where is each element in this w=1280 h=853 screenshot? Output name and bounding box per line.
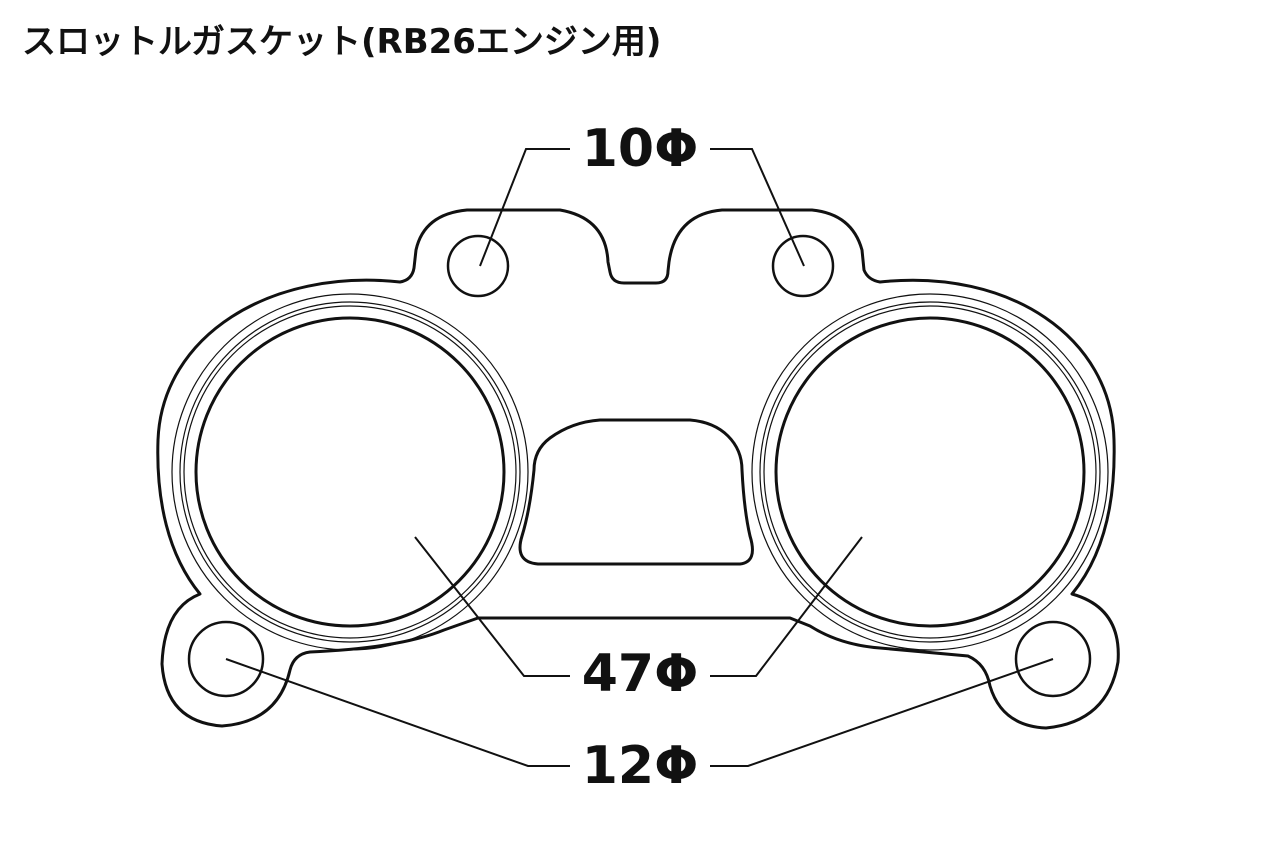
leader-10-left [479, 148, 570, 267]
right-bore-ring-outer [751, 293, 1109, 651]
leader-47-left [414, 536, 570, 677]
left-bore [194, 316, 506, 628]
center-window [518, 418, 754, 566]
left-bore-ring-outer [171, 293, 529, 651]
leader-12-right [710, 658, 1054, 767]
leader-12-left [225, 658, 570, 767]
diagram-title: スロットルガスケット(RB26エンジン用) [22, 22, 662, 62]
left-bore-ring-inner [183, 305, 517, 639]
right-bore-ring-mid [759, 301, 1101, 643]
label-10-phi: 10Φ [582, 119, 699, 179]
bolt-hole-top-left [446, 234, 510, 298]
leader-47-right [710, 536, 863, 677]
label-47-phi: 47Φ [582, 644, 699, 704]
label-12-phi: 12Φ [582, 736, 699, 796]
right-bore-ring-inner [763, 305, 1097, 639]
leader-10-right [710, 148, 805, 267]
left-bore-ring-mid [179, 301, 521, 643]
right-bore [774, 316, 1086, 628]
